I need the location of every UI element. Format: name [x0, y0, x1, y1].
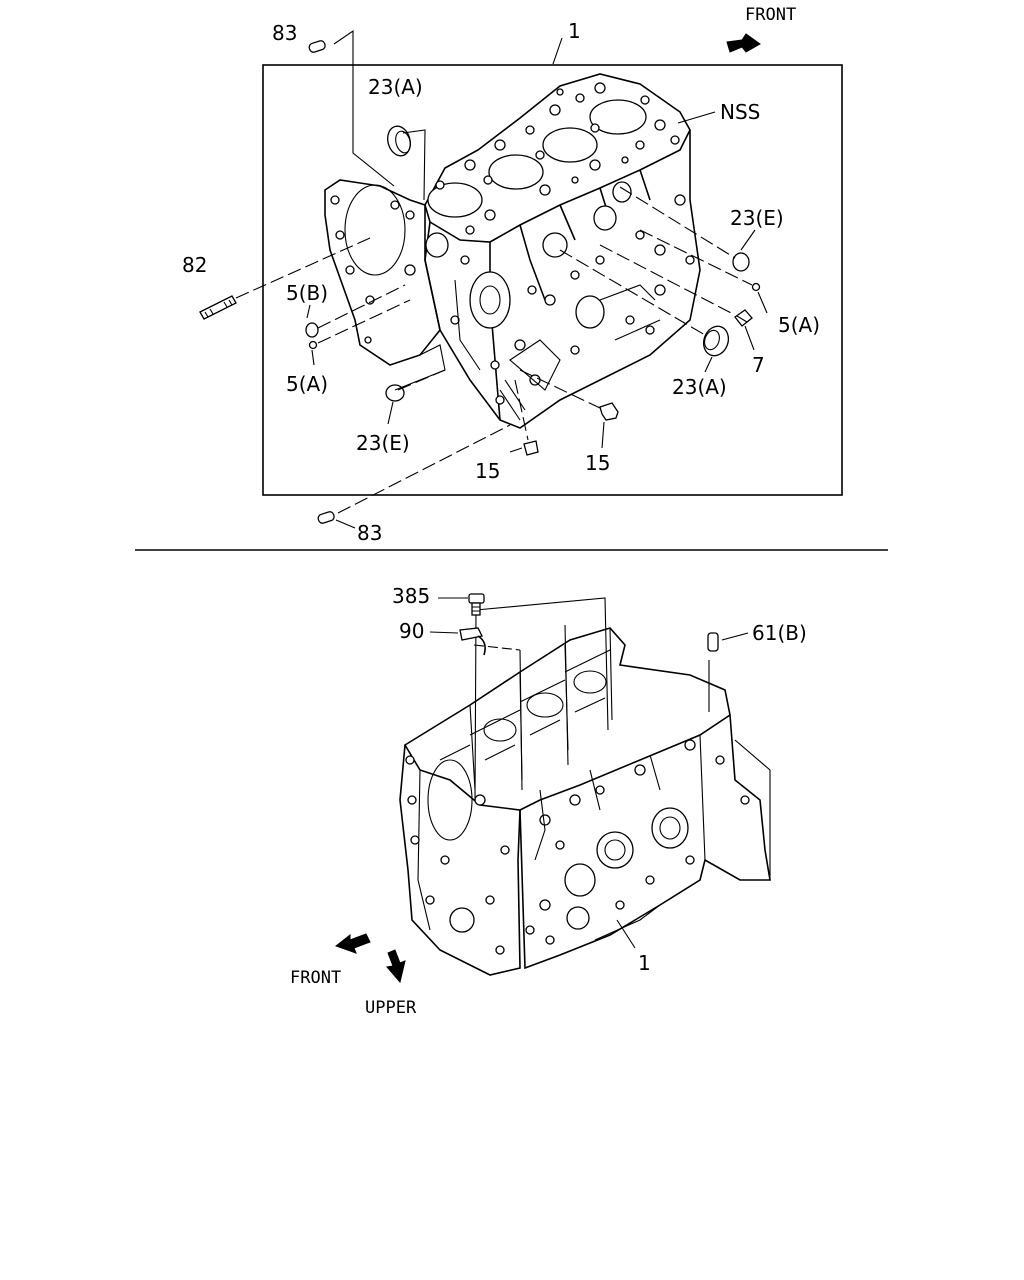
leader-lines-top	[235, 29, 768, 529]
lower-view: FRONT UPPER 385 90 61(B) 1	[290, 584, 807, 1018]
part-15-right-icon	[599, 402, 619, 421]
part-23e-right-icon	[732, 252, 750, 272]
part-label-7: 7	[752, 353, 765, 377]
part-83-bottom-icon	[317, 511, 335, 524]
part-82-icon	[199, 295, 237, 320]
part-label-23e-right: 23(E)	[730, 206, 784, 230]
part-label-23a-right: 23(A)	[672, 375, 727, 399]
part-label-385: 385	[392, 584, 430, 608]
part-label-1-bottom: 1	[638, 951, 651, 975]
part-23a-top-icon	[387, 125, 411, 157]
part-385-icon	[468, 593, 485, 616]
part-5a-right-icon	[751, 282, 761, 292]
part-label-83-bottom: 83	[357, 521, 382, 545]
part-label-61b: 61(B)	[752, 621, 807, 645]
part-label-5a-left: 5(A)	[286, 372, 328, 396]
part-label-1-top: 1	[568, 19, 581, 43]
part-90-icon	[459, 627, 486, 656]
part-15-left-icon	[523, 440, 539, 456]
part-5b-icon	[305, 322, 319, 338]
front-arrow-bottom-icon	[334, 933, 371, 954]
front-direction-label-bottom: FRONT	[290, 968, 341, 988]
part-61b-icon	[707, 632, 719, 652]
leader-lines-bottom	[429, 597, 749, 641]
part-23a-right-icon	[702, 325, 730, 357]
part-label-23a-top: 23(A)	[368, 75, 423, 99]
front-arrow-icon	[726, 33, 761, 53]
part-7-icon	[734, 309, 753, 327]
part-label-nss: NSS	[720, 100, 760, 124]
cylinder-block-bottom-drawing	[399, 627, 771, 976]
part-label-83-top: 83	[272, 21, 297, 45]
part-label-90: 90	[399, 619, 424, 643]
cylinder-block-top-drawing	[324, 73, 701, 429]
assembly-frame	[262, 64, 843, 496]
upper-exploded-view: FRONT	[182, 5, 843, 545]
front-direction-label-top: FRONT	[745, 5, 796, 25]
part-label-15-right: 15	[585, 451, 610, 475]
part-label-5a-right: 5(A)	[778, 313, 820, 337]
upper-arrow-icon	[386, 949, 406, 984]
part-label-23e-bottom: 23(E)	[356, 431, 410, 455]
part-label-15-left: 15	[475, 459, 500, 483]
part-5a-left-icon	[308, 340, 318, 350]
part-label-82: 82	[182, 253, 207, 277]
upper-direction-label: UPPER	[365, 998, 417, 1018]
part-label-5b: 5(B)	[286, 281, 328, 305]
part-83-top-icon	[308, 40, 326, 53]
